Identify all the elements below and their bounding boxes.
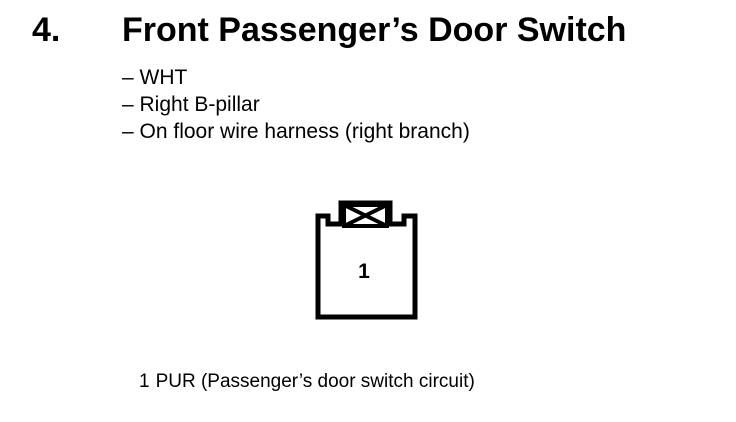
connector-harness: – On floor wire harness (right branch) (122, 120, 470, 143)
section-title: Front Passenger’s Door Switch (122, 11, 627, 49)
connector-pin-label: 1 (358, 260, 370, 283)
section-number: 4. (32, 11, 61, 49)
connector-housing-outline (315, 200, 418, 320)
connector-lock-icon (342, 203, 389, 228)
connector-diagram: 1 (315, 200, 418, 320)
pin-legend-description: PUR (Passenger’s door switch circuit) (155, 371, 475, 392)
pin-legend-number: 1 (139, 371, 150, 392)
connector-location: – Right B-pillar (122, 93, 260, 116)
connector-color: – WHT (122, 66, 188, 89)
connector-details-list: – WHT – Right B-pillar – On floor wire h… (122, 64, 470, 145)
